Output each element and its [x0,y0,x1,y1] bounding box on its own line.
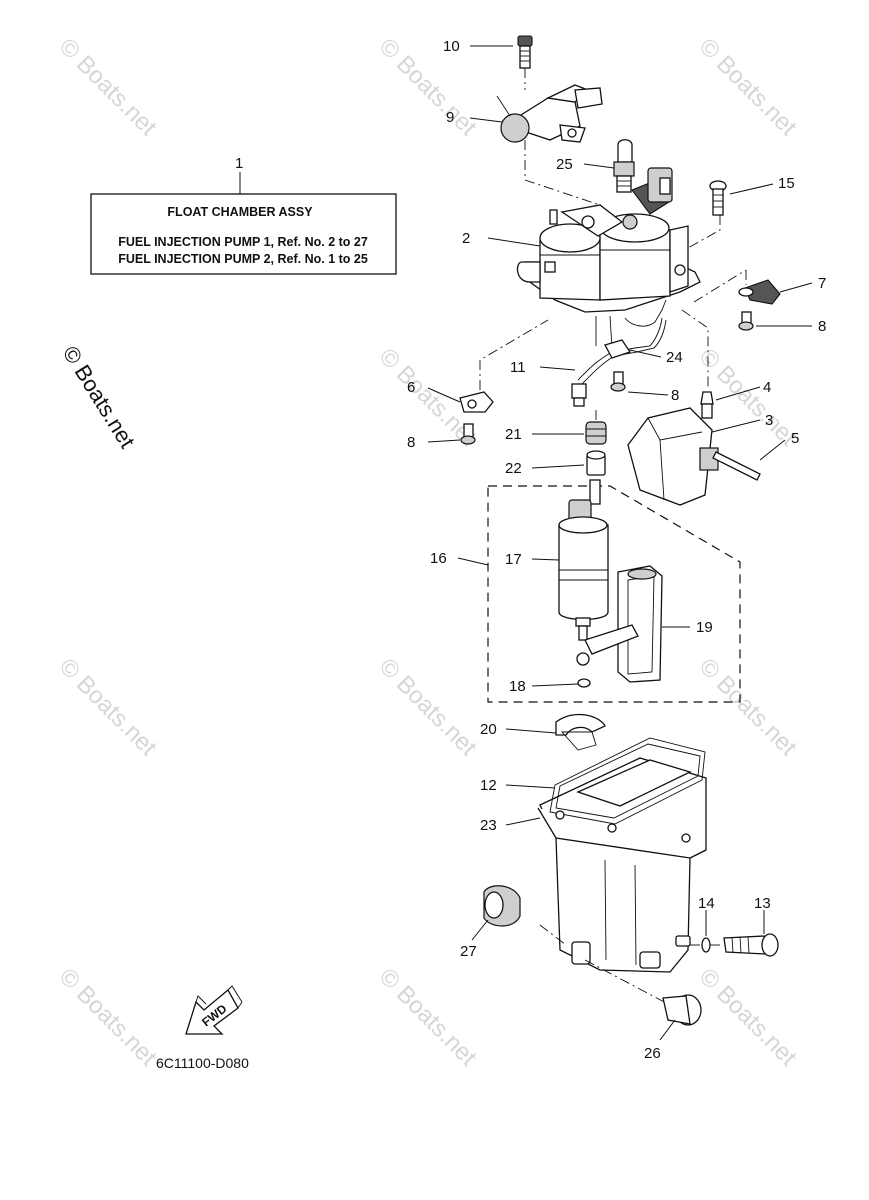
callout-27: 27 [460,943,477,960]
plug-26 [662,994,702,1026]
label-box-line-2: FUEL INJECTION PUMP 2, Ref. No. 1 to 25 [118,252,368,266]
callout-9: 9 [446,109,454,126]
clip-18 [577,678,591,688]
watermark: © Boats.net [694,653,802,761]
watermark: © Boats.net [694,33,802,141]
callout-1: 1 [235,155,243,172]
bracket-7 [738,279,781,305]
callout-2: 2 [462,230,470,247]
plate-6 [459,391,494,413]
label-box-title: FLOAT CHAMBER ASSY [167,205,313,219]
callout-20: 20 [480,721,497,738]
callout-19: 19 [696,619,713,636]
callout-25: 25 [556,156,573,173]
side-watermark: © Boats.net [58,341,140,452]
callout-4: 4 [763,379,771,396]
oring-14 [701,937,711,953]
bolt-8-center [610,371,626,392]
callout-3: 3 [765,412,773,429]
callout-22: 22 [505,460,522,477]
watermark: © Boats.net [374,963,482,1071]
callout-24: 24 [666,349,683,366]
watermark: © Boats.net [694,963,802,1071]
assembly-guides [479,68,747,1005]
watermark: © Boats.net [374,33,482,141]
callout-6: 6 [407,379,415,396]
callout-23: 23 [480,817,497,834]
callouts: 1 2 3 4 5 6 7 8 8 8 9 10 11 12 13 14 15 … [235,38,826,1062]
callout-12: 12 [480,777,497,794]
callout-8-right: 8 [818,318,826,335]
pressure-regulator-9 [496,84,603,143]
fuel-pump-17 [558,479,609,666]
screw-15 [709,180,727,216]
callout-13: 13 [754,895,771,912]
sensor-25 [613,139,635,193]
callout-17: 17 [505,551,522,568]
callout-14: 14 [698,895,715,912]
watermark: © Boats.net [374,653,482,761]
assembly-label-box: FLOAT CHAMBER ASSY FUEL INJECTION PUMP 1… [90,172,397,275]
pump-body-2 [516,167,701,349]
callout-7: 7 [818,275,826,292]
bolt-8-right [738,311,754,331]
filter-19 [584,565,663,683]
callout-8-left: 8 [407,434,415,451]
callout-5: 5 [791,430,799,447]
watermark: © Boats.net [54,33,162,141]
clamp-20 [555,713,606,751]
callout-18: 18 [509,678,526,695]
grommet-27 [483,885,521,927]
watermarks: © Boats.net © Boats.net © Boats.net © Bo… [54,33,802,1071]
screw-13 [723,933,779,957]
callout-11: 11 [510,359,526,376]
harness-11 [571,317,667,407]
bolt-8-left [460,423,476,445]
fitting-4 [700,391,714,419]
collar-22 [586,450,606,476]
callout-15: 15 [778,175,795,192]
callout-10: 10 [443,38,460,55]
callout-16: 16 [430,550,447,567]
callout-8-center: 8 [671,387,679,404]
pin-5 [712,451,761,481]
diagram-code: 6C11100-D080 [156,1055,249,1071]
cover-3 [627,407,719,506]
grommet-21 [585,421,607,445]
leader-lines [427,45,813,1041]
callout-26: 26 [644,1045,661,1062]
watermark: © Boats.net [54,653,162,761]
watermark: © Boats.net [54,963,162,1071]
bolt-10 [517,35,533,69]
fwd-arrow: FWD [185,985,243,1035]
label-box-line-1: FUEL INJECTION PUMP 1, Ref. No. 2 to 27 [118,235,368,249]
float-chamber-23 [537,737,707,973]
callout-21: 21 [505,426,522,443]
